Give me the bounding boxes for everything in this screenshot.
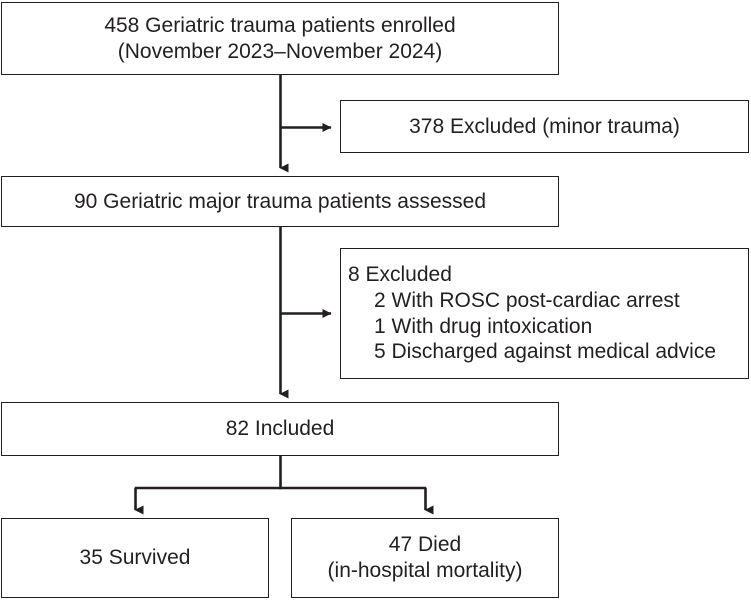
node-excluded-reason-intoxication: 1 With drug intoxication xyxy=(374,314,593,338)
node-assessed: 90 Geriatric major trauma patients asses… xyxy=(1,176,559,227)
node-excluded-detail: 8 Excluded 2 With ROSC post-cardiac arre… xyxy=(340,248,749,379)
node-excluded-minor-label: 378 Excluded (minor trauma) xyxy=(409,114,680,138)
node-included: 82 Included xyxy=(1,402,559,456)
node-enrolled-line2: (November 2023–November 2024) xyxy=(117,39,443,63)
node-excluded-detail-heading: 8 Excluded xyxy=(348,263,452,287)
node-assessed-label: 90 Geriatric major trauma patients asses… xyxy=(73,189,486,213)
node-enrolled-line1: 458 Geriatric trauma patients enrolled xyxy=(104,13,456,37)
node-died-line2: (in-hospital mortality) xyxy=(327,559,523,582)
node-excluded-reason-ama: 5 Discharged against medical advice xyxy=(374,340,717,364)
node-died-line1: 47 Died xyxy=(388,533,462,557)
node-included-label: 82 Included xyxy=(225,417,335,441)
node-survived-label: 35 Survived xyxy=(79,546,191,570)
node-survived: 35 Survived xyxy=(1,518,269,598)
node-excluded-minor-trauma: 378 Excluded (minor trauma) xyxy=(340,100,749,153)
node-excluded-reason-rosc: 2 With ROSC post-cardiac arrest xyxy=(374,288,680,312)
node-died: 47 Died (in-hospital mortality) xyxy=(291,518,559,598)
node-enrolled: 458 Geriatric trauma patients enrolled (… xyxy=(1,2,559,75)
connector-included-fork xyxy=(134,456,434,515)
